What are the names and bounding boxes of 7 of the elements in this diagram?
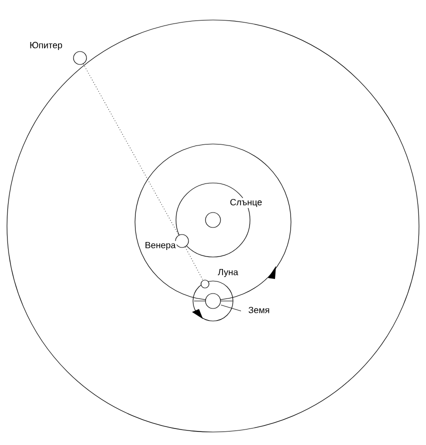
- node-label: Слънце: [230, 198, 262, 208]
- node-label: Юпитер: [30, 42, 62, 50]
- sight-line: [83, 64, 179, 236]
- sight-line: [184, 246, 204, 280]
- node-label: Луна: [218, 268, 238, 278]
- node-label: Земя: [248, 306, 270, 314]
- node-label: Венера: [146, 242, 176, 250]
